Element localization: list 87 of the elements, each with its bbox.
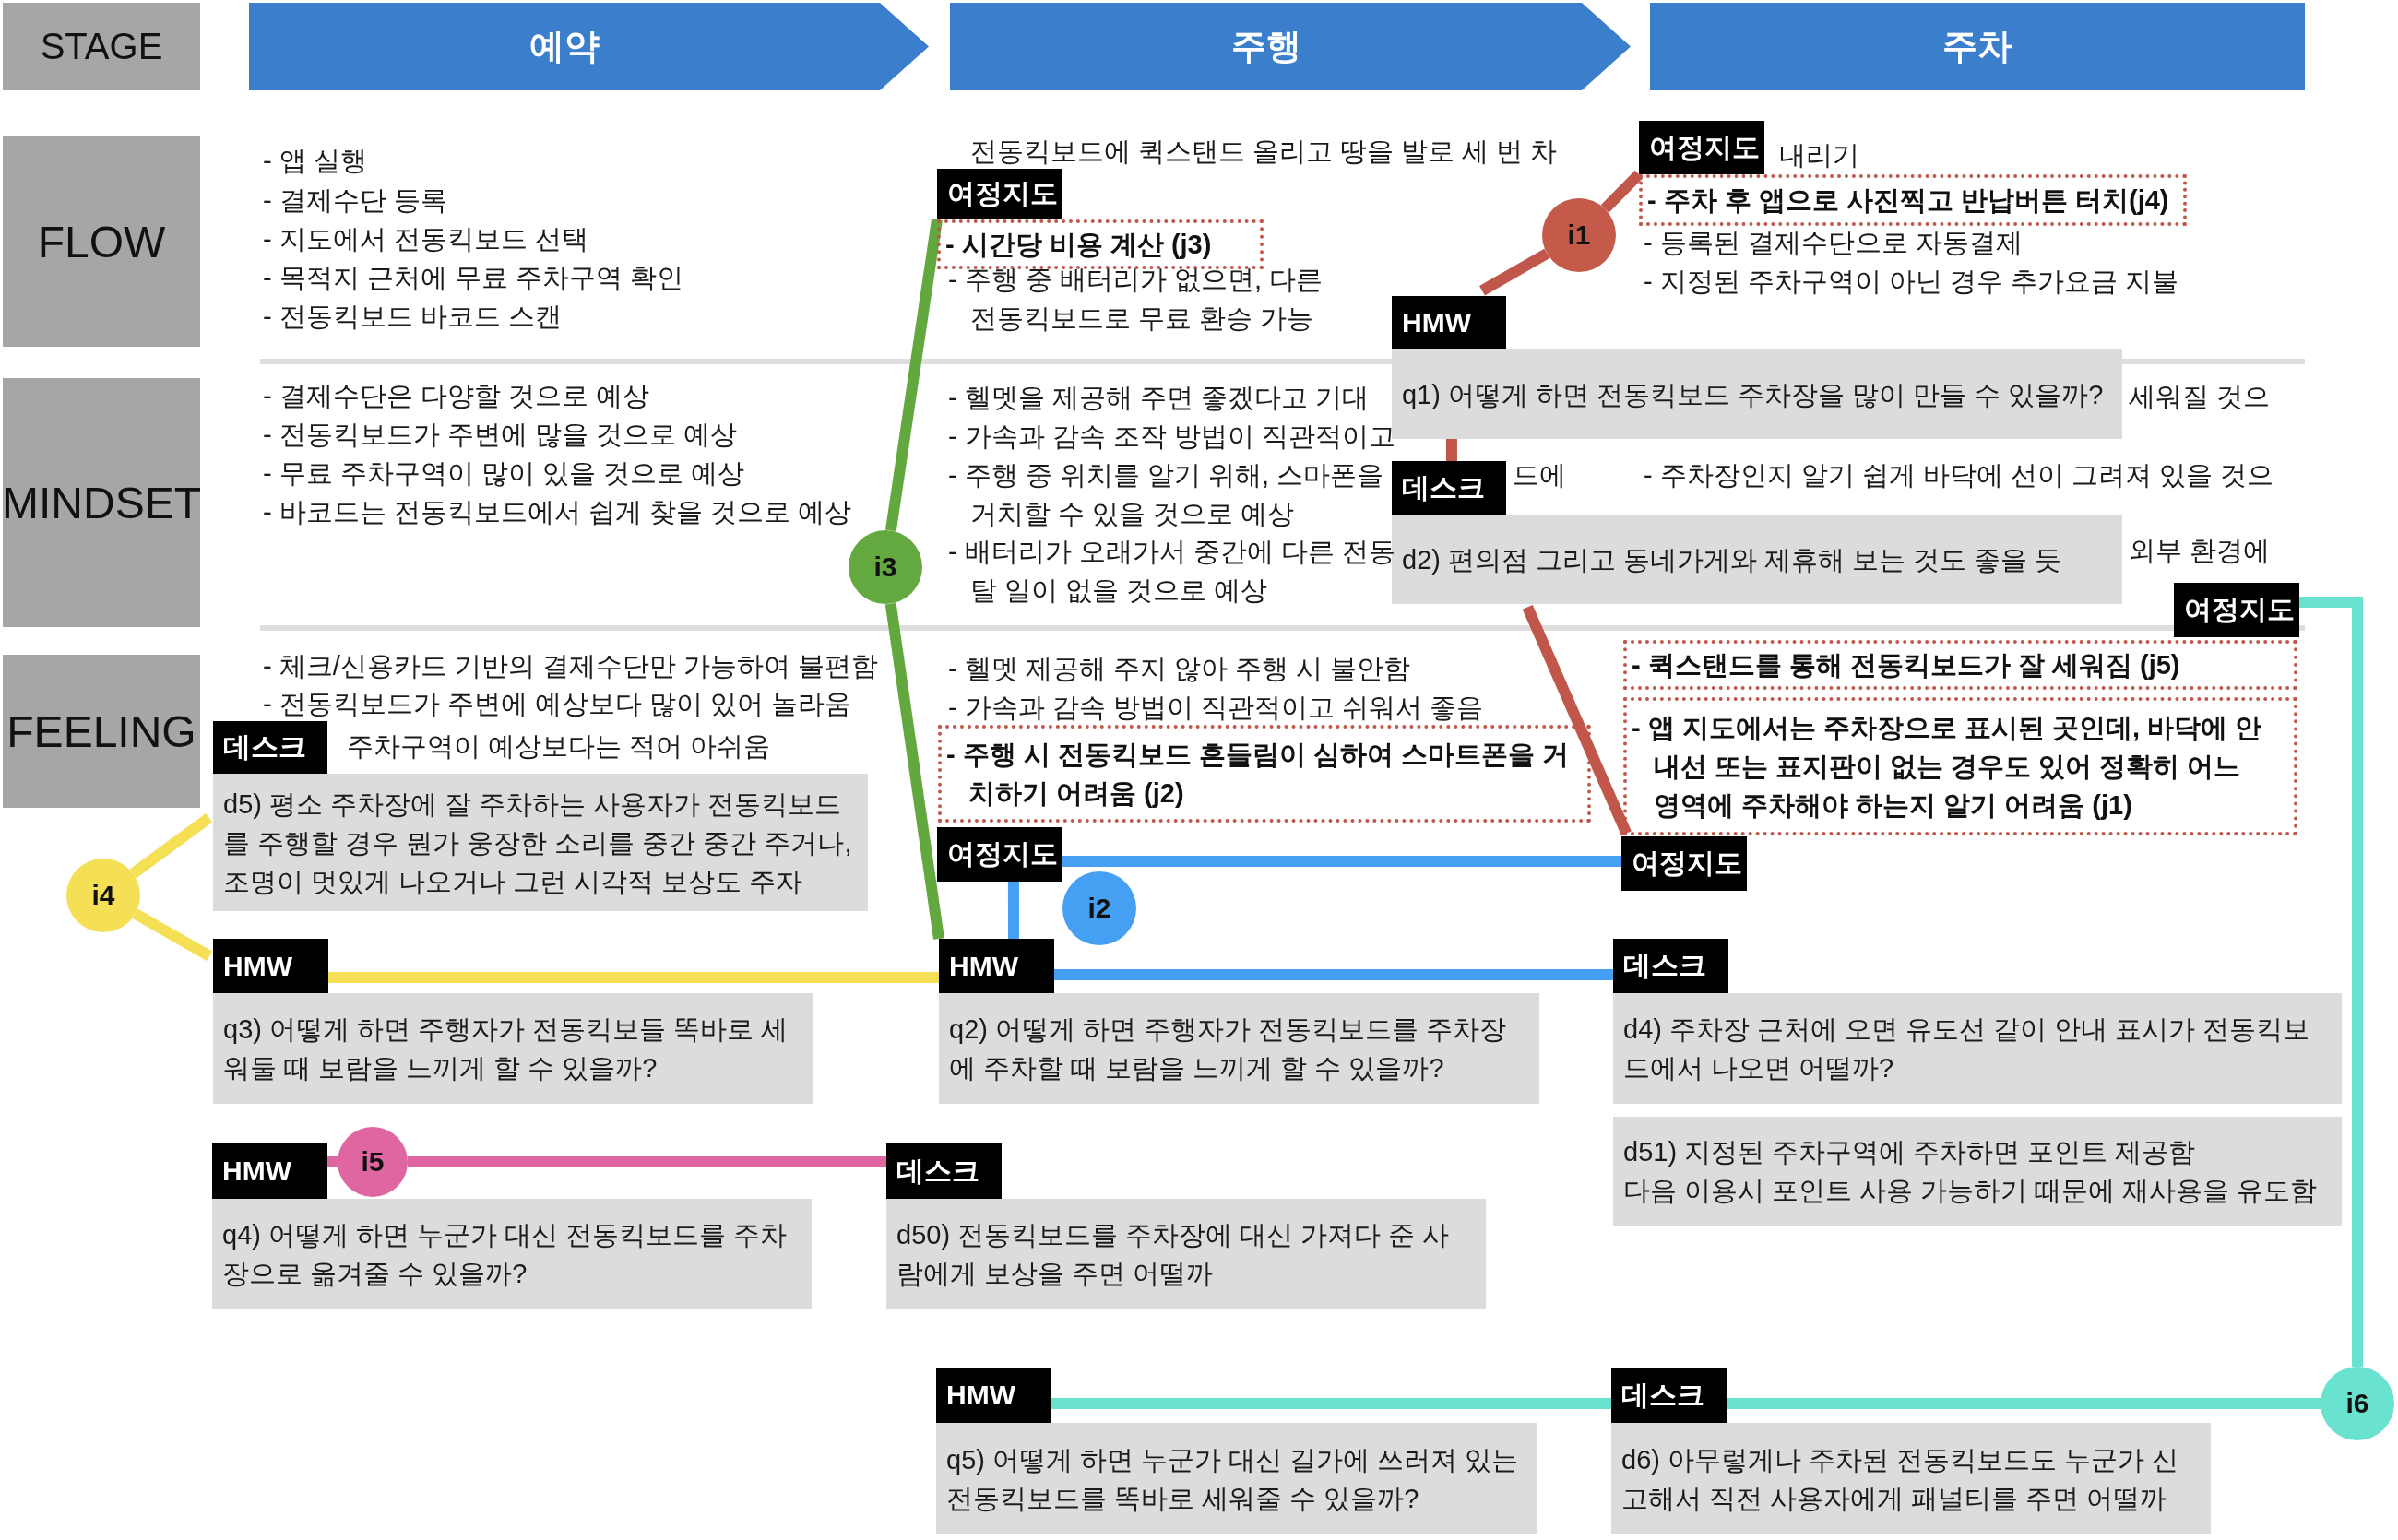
connector-line (2299, 597, 2363, 1367)
idea-card: d4) 주차장 근처에 오면 유도선 같이 안내 표시가 전동킥보드에서 나오면 어떨까? (1613, 993, 2342, 1104)
note-text: - 무료 주차구역이 많이 있을 것으로 예상 (263, 457, 744, 490)
note-text: - 등록된 결제수단으로 자동결제 (1644, 227, 2023, 259)
note-text: - 주차장인지 알기 쉽게 바닥에 선이 그려져 있을 것으 (1644, 459, 2274, 492)
category-tag: 데스크 (1613, 939, 1728, 993)
note-text: - 전동킥보드가 주변에 예상보다 많이 있어 놀라움 (263, 688, 851, 720)
category-tag: 여정지도 (937, 169, 1062, 219)
idea-card: d6) 아무렇게나 주차된 전동킥보드도 누군가 신고해서 직전 사용자에게 패널티를 주면 어떨까 (1611, 1423, 2211, 1534)
category-tag: 여정지도 (1639, 121, 1764, 174)
note-text: 드에 (1513, 459, 1566, 492)
insight-marker: i5 (338, 1127, 408, 1197)
idea-card: q3) 어떻게 하면 주행자가 전동킥보들 똑바로 세워둘 때 보람을 느끼게 할 수 있을까? (213, 993, 813, 1104)
category-tag: HMW (939, 939, 1054, 993)
note-text: - 바코드는 전동킥보드에서 쉽게 찾을 것으로 예상 (263, 496, 851, 528)
note-text: - 헬멧을 제공해 주면 좋겠다고 기대 (948, 382, 1369, 414)
connector-line (1062, 856, 1621, 867)
idea-card: q1) 어떻게 하면 전동킥보드 주차장을 많이 만들 수 있을까? (1392, 349, 2122, 439)
note-text: 주차구역이 예상보다는 적어 아쉬움 (347, 730, 771, 763)
connector-line (408, 1156, 886, 1167)
idea-card: q5) 어떻게 하면 누군가 대신 길가에 쓰러져 있는 전동킥보드를 똑바로 세워줄 수 있을까? (936, 1423, 1537, 1534)
row-header: MINDSET (3, 378, 200, 627)
row-header: FEELING (3, 655, 200, 808)
insight-marker: i1 (1542, 198, 1616, 272)
insight-marker: i6 (2321, 1367, 2394, 1440)
note-text: - 헬멧 제공해 주지 않아 주행 시 불안함 (948, 653, 1411, 685)
stage-name: 예약 (529, 26, 600, 67)
category-tag: 데스크 (1392, 461, 1506, 515)
connector-line (884, 219, 943, 532)
connector-line (1445, 438, 1457, 462)
note-text: - 앱 실행 (263, 145, 367, 177)
connector-line (1522, 604, 1632, 836)
category-tag: 여정지도 (1621, 836, 1747, 891)
category-tag: HMW (213, 939, 328, 993)
journey-note: - 주차 후 앱으로 사진찍고 반납버튼 터치(j4) (1639, 174, 2187, 226)
note-text: - 지정된 주차구역이 아닌 경우 추가요금 지불 (1644, 266, 2178, 298)
journey-note: - 퀵스탠드를 통해 전동킥보드가 잘 세워짐 (j5) (1623, 640, 2297, 690)
row-header: FLOW (3, 136, 200, 347)
stage-name: 주행 (1230, 26, 1301, 67)
note-text: - 주행 중 위치를 알기 위해, 스마폰을 (948, 459, 1384, 492)
category-tag: 데스크 (213, 721, 327, 774)
note-text: 세워질 것으 (2129, 381, 2271, 413)
insight-marker: i4 (66, 859, 140, 932)
category-tag: 여정지도 (937, 827, 1062, 882)
note-text: - 결제수단은 다양할 것으로 예상 (263, 380, 649, 412)
connector-line (1479, 248, 1550, 296)
connector-line (1051, 1398, 1611, 1409)
note-text: 내리기 (1779, 139, 1859, 172)
note-text: 외부 환경에 (2129, 535, 2271, 567)
note-text: - 지도에서 전동킥보드 선택 (263, 223, 588, 255)
insight-marker: i3 (849, 530, 922, 604)
connector-line (129, 813, 213, 879)
connector-line (1600, 170, 1644, 213)
category-tag: HMW (212, 1143, 327, 1199)
connector-line (1007, 882, 1019, 939)
card-text: d51) 지정된 주차구역에 주차하면 포인트 제공함 (1623, 1136, 2197, 1168)
note-text: - 체크/신용카드 기반의 결제수단만 가능하여 불편함 (263, 650, 878, 682)
note-text: - 전동킥보드 바코드 스캔 (263, 301, 562, 333)
connector-line (132, 908, 213, 961)
connector-line (327, 1156, 338, 1167)
idea-card (1613, 1117, 2342, 1226)
category-tag: HMW (936, 1368, 1051, 1423)
note-text: - 목적지 근처에 무료 주차구역 확인 (263, 262, 683, 294)
category-tag: 데스크 (1611, 1368, 1727, 1423)
category-tag: 여정지도 (2174, 583, 2299, 637)
row-header: STAGE (3, 3, 200, 90)
idea-card: q2) 어떻게 하면 주행자가 전동킥보드를 주차장에 주차할 때 보람을 느끼게 할 수 있을까? (939, 993, 1539, 1104)
connector-line (328, 972, 939, 983)
note-text: 거치할 수 있을 것으로 예상 (970, 498, 1295, 530)
card-text: 다음 이용시 포인트 사용 가능하기 때문에 재사용을 유도함 (1623, 1175, 2319, 1207)
stage-band: 주차 (1650, 3, 2305, 90)
insight-marker: i2 (1062, 871, 1136, 945)
note-text: 전동킥보드에 퀵스탠드 올리고 땅을 발로 세 번 차 (970, 136, 1558, 168)
connector-line (1054, 969, 1613, 980)
connector-line (1727, 1398, 2321, 1409)
connector-line (884, 602, 944, 940)
note-text: - 전동킥보드가 주변에 많을 것으로 예상 (263, 419, 737, 451)
note-text: - 결제수단 등록 (263, 184, 447, 217)
idea-card: d50) 전동킥보드를 주차장에 대신 가져다 준 사람에게 보상을 주면 어떨까 (886, 1199, 1486, 1309)
note-text: - 가속과 감속 방법이 직관적이고 쉬워서 좋음 (948, 692, 1483, 724)
idea-card: q4) 어떻게 하면 누군가 대신 전동킥보드를 주차장으로 옮겨줄 수 있을까? (212, 1199, 812, 1309)
category-tag: HMW (1392, 296, 1506, 349)
category-tag: 데스크 (886, 1143, 1002, 1199)
note-text: 탈 일이 없을 것으로 예상 (970, 575, 1268, 607)
journey-note: - 시간당 비용 계산 (j3) (937, 219, 1264, 269)
idea-card: d5) 평소 주차장에 잘 주차하는 사용자가 전동킥보드를 주행할 경우 뭔가 웅장한 소리를 중간 중간 주거나, 조명이 멋있게 나오거나 그런 시각적 보상도 주자 (213, 774, 868, 911)
journey-note: - 주행 시 전동킥보드 흔들림이 심하여 스마트폰을 거치하기 어려움 (j2) (938, 725, 1591, 823)
